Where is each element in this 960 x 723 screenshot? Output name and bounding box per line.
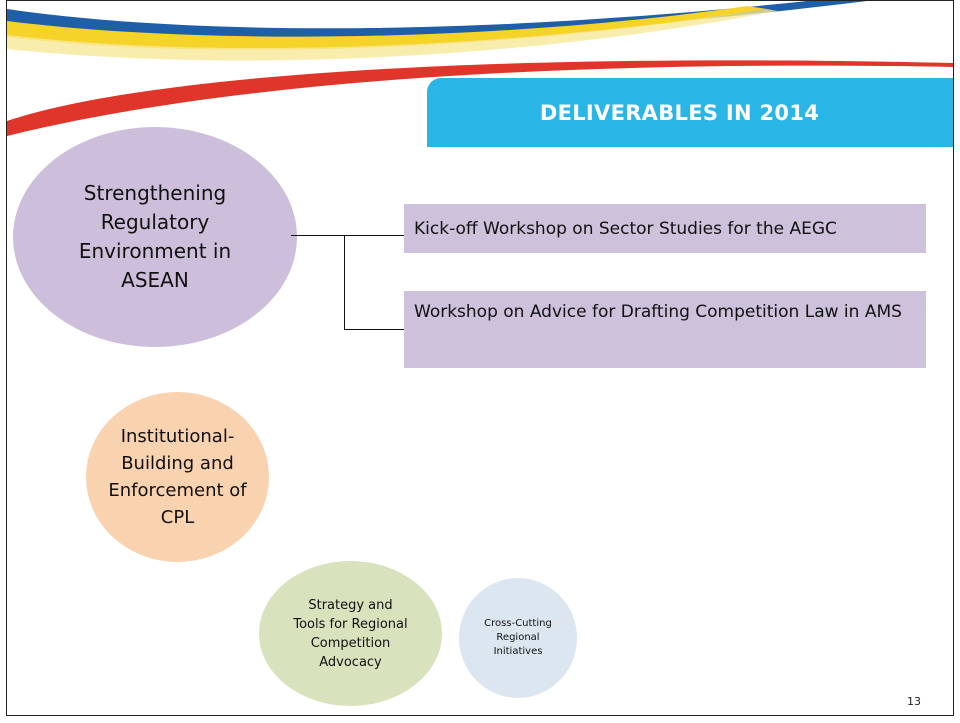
slide: DELIVERABLES IN 2014 Strengthening Regul… — [6, 0, 954, 716]
title-banner: DELIVERABLES IN 2014 — [427, 78, 953, 147]
deliverable-label: Kick-off Workshop on Sector Studies for … — [414, 218, 837, 239]
circle-label: Strengthening Regulatory Environment in … — [78, 181, 232, 292]
connector-horizontal-main — [291, 235, 404, 236]
connector-horizontal-lower — [344, 329, 404, 330]
circle-strengthening-regulatory-environment: Strengthening Regulatory Environment in … — [13, 127, 297, 347]
circle-strategy-and-tools: Strategy and Tools for Regional Competit… — [259, 561, 442, 706]
connector-vertical — [344, 235, 345, 330]
circle-label: Institutional-Building and Enforcement o… — [108, 426, 247, 528]
deliverable-box: Kick-off Workshop on Sector Studies for … — [404, 204, 926, 253]
page-number: 13 — [907, 695, 921, 708]
deliverable-box: Workshop on Advice for Drafting Competit… — [404, 291, 926, 368]
circle-label: Cross-Cutting Regional Initiatives — [484, 618, 552, 657]
circle-label: Strategy and Tools for Regional Competit… — [293, 597, 408, 670]
circle-cross-cutting-initiatives: Cross-Cutting Regional Initiatives — [459, 578, 577, 698]
decorative-swoosh-bands — [7, 1, 953, 136]
deliverable-label: Workshop on Advice for Drafting Competit… — [414, 302, 902, 322]
circle-institutional-building: Institutional-Building and Enforcement o… — [86, 392, 269, 562]
slide-title: DELIVERABLES IN 2014 — [539, 100, 820, 125]
